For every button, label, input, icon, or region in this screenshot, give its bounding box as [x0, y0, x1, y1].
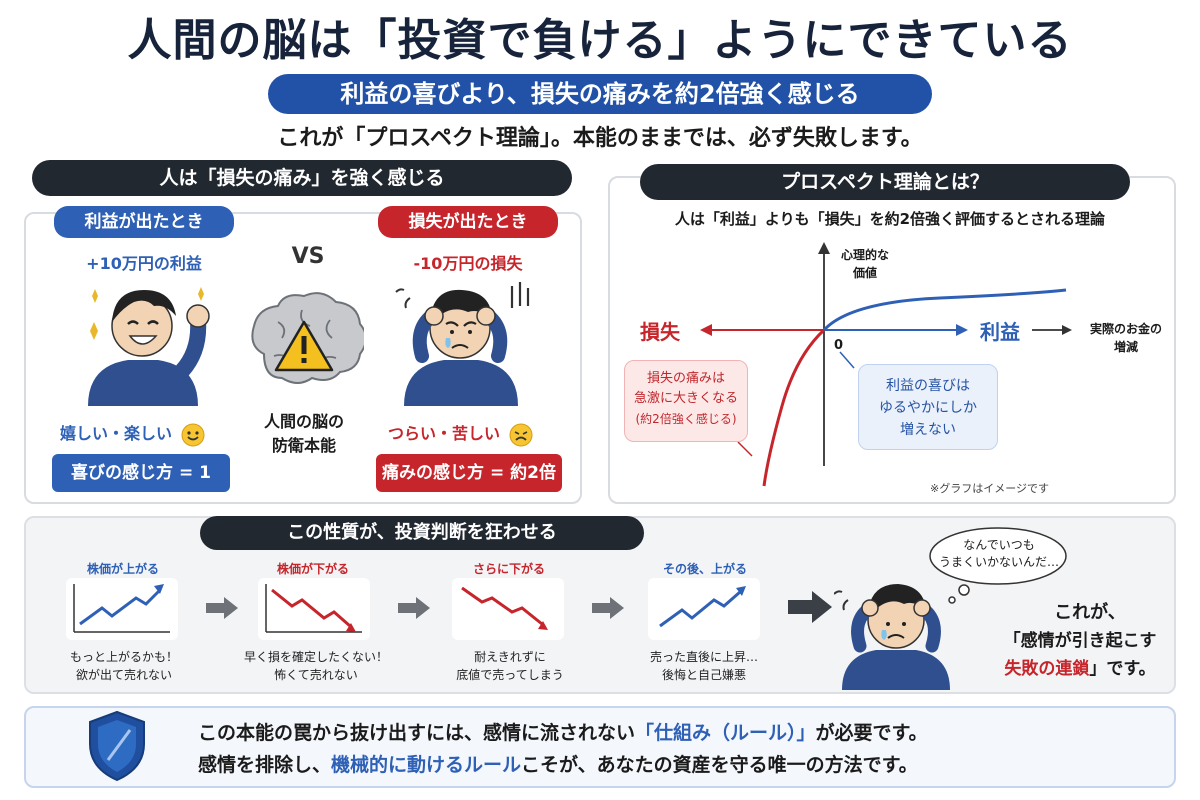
- flow-arrow-icon: [398, 597, 430, 619]
- step-3-label: さらに下がる: [472, 562, 545, 576]
- conclusion-2: 「感情が引き起こす: [1003, 631, 1157, 651]
- worried-person-illustration: [395, 282, 530, 406]
- step-1-label: 株価が上がる: [86, 562, 159, 576]
- step-1-note-2: 欲が出て売れない: [75, 668, 172, 682]
- sparkle-icon: [198, 287, 204, 301]
- gain-amount: +10万円の利益: [86, 254, 202, 273]
- gain-axis-label: 利益: [980, 320, 1020, 344]
- sparkle-icon: [92, 289, 98, 303]
- step-4-note-2: 後悔と自己嫌悪: [661, 668, 746, 682]
- loss-note-2: 急激に大きくなる: [633, 391, 738, 406]
- solution-line-1-c: が必要です。: [815, 722, 928, 744]
- step-4-label: その後、上がる: [662, 562, 747, 576]
- brain-caption-1: 人間の脳の: [263, 412, 344, 431]
- gain-measure-box: 喜びの感じ方 = 1: [52, 454, 230, 492]
- falling-further-chart-icon: [461, 586, 548, 630]
- big-flow-arrow-icon: [788, 591, 832, 623]
- falling-chart-icon: [265, 584, 362, 633]
- gain-label: 利益が出たとき: [54, 206, 234, 238]
- origin-label: 0: [834, 338, 844, 353]
- brain-caption-2: 防衛本能: [271, 436, 336, 455]
- loss-arrow-icon: [700, 324, 712, 336]
- prospect-theory-description: 人は「利益」よりも「損失」を約2倍強く評価するとされる理論: [674, 210, 1106, 228]
- step-4-note-1: 売った直後に上昇…: [649, 650, 758, 664]
- loss-curve: [762, 328, 826, 487]
- loss-axis-label: 損失: [640, 320, 680, 344]
- lead-text: これが「プロスペクト理論」。本能のままでは、必ず失敗します。: [277, 126, 923, 151]
- y-axis-label-2: 価値: [852, 266, 877, 280]
- step-1-chart-card: [66, 578, 178, 640]
- gain-note-2: ゆるやかにしか: [879, 400, 977, 416]
- gain-feeling: 嬉しい・楽しい: [60, 424, 173, 443]
- y-axis-label-1: 心理的な: [840, 248, 889, 262]
- step-3-note-1: 耐えきれずに: [474, 650, 546, 664]
- conclusion-1: これが、: [1054, 602, 1126, 623]
- loss-note-3: (約2倍強く感じる): [635, 412, 737, 426]
- step-2-chart-card: [258, 578, 370, 640]
- value-function-graph: [700, 242, 1072, 487]
- flow-arrow-icon: [592, 597, 624, 619]
- x-axis-label-1: 実際のお金の: [1089, 322, 1162, 336]
- solution-box: [24, 706, 1176, 788]
- loss-aversion-header: 人は「損失の痛み」を強く感じる: [32, 160, 572, 196]
- x-axis-label-2: 増減: [1113, 340, 1138, 354]
- solution-line-1-a: この本能の罠から抜け出すには、感情に流されない: [198, 722, 636, 744]
- shield-icon: [89, 710, 145, 782]
- thought-bubble: [929, 527, 1067, 604]
- flow-arrow-icon: [206, 597, 238, 619]
- loss-feeling: つらい・苦しい: [388, 424, 501, 443]
- gain-arrow-icon: [956, 324, 968, 336]
- smile-face-icon: [181, 423, 205, 446]
- solution-line-2-c: こそが、あなたの資産を守る唯一の方法です。: [521, 754, 918, 776]
- gain-feeling-row: 嬉しい・楽しい: [60, 420, 230, 446]
- conclusion-3: 失敗の連鎖」です。: [984, 654, 1176, 679]
- gain-note-1: 利益の喜びは: [886, 378, 970, 394]
- loss-measure-box: 痛みの感じ方 = 約2倍: [376, 454, 562, 492]
- solution-mechanical-highlight: 機械的に動けるルール: [331, 754, 522, 776]
- graph-footnote: ※グラフはイメージです: [930, 482, 1049, 495]
- brain-warning-illustration: [251, 292, 364, 384]
- conclusion-3-highlight: 失敗の連鎖: [1004, 659, 1090, 679]
- investment-mistake-header: この性質が、投資判断を狂わせる: [200, 516, 644, 550]
- loss-note-bubble: 損失の痛みは 急激に大きくなる (約2倍強く感じる): [624, 360, 748, 442]
- rebound-chart-icon: [659, 586, 746, 628]
- x-axis-arrow-icon: [1062, 325, 1072, 335]
- step-2-label: 株価が下がる: [276, 562, 349, 576]
- loss-amount: -10万円の損失: [413, 254, 523, 273]
- step-2-note-2: 怖くて売れない: [274, 668, 358, 682]
- solution-rule-highlight: 「仕組み（ルール）」: [635, 722, 816, 744]
- page-title: 人間の脳は「投資で負ける」ようにできている: [127, 15, 1073, 66]
- happy-person-illustration: [88, 287, 210, 406]
- gain-curve: [822, 288, 1067, 332]
- step-2-note-1: 早く損を確定したくない！: [243, 650, 388, 664]
- step-3-chart-card: [452, 578, 564, 640]
- loss-label: 損失が出たとき: [378, 206, 558, 238]
- prospect-theory-header: プロスペクト理論とは？: [640, 164, 1130, 200]
- thought-text-1: なんでいつも: [963, 538, 1035, 552]
- step-4-chart-card: [648, 578, 760, 640]
- versus-label: VS: [291, 244, 325, 269]
- gain-note-3: 増えない: [900, 422, 956, 438]
- subtitle-banner: 利益の喜びより、損失の痛みを約2倍強く感じる: [268, 74, 932, 114]
- frustrated-person-illustration: [834, 584, 950, 690]
- thought-text-2: うまくいかないんだ…: [938, 555, 1059, 569]
- solution-line-1: この本能の罠から抜け出すには、感情に流されない「仕組み（ルール）」が必要です。: [198, 718, 1158, 745]
- rising-chart-icon: [73, 584, 170, 633]
- sparkle-icon: [90, 322, 98, 340]
- solution-line-2: 感情を排除し、機械的に動けるルールこそが、あなたの資産を守る唯一の方法です。: [198, 750, 1158, 777]
- loss-feeling-row: つらい・苦しい: [388, 420, 558, 446]
- y-axis-arrow-icon: [818, 242, 830, 254]
- sad-face-icon: [509, 423, 533, 446]
- loss-note-1: 損失の痛みは: [646, 371, 725, 386]
- conclusion-3-tail: 」です。: [1089, 659, 1156, 679]
- solution-line-2-a: 感情を排除し、: [198, 754, 332, 776]
- step-3-note-2: 底値で売ってしまう: [456, 668, 564, 682]
- step-1-note-1: もっと上がるかも！: [69, 650, 178, 664]
- gain-note-bubble: 利益の喜びは ゆるやかにしか 増えない: [858, 364, 998, 450]
